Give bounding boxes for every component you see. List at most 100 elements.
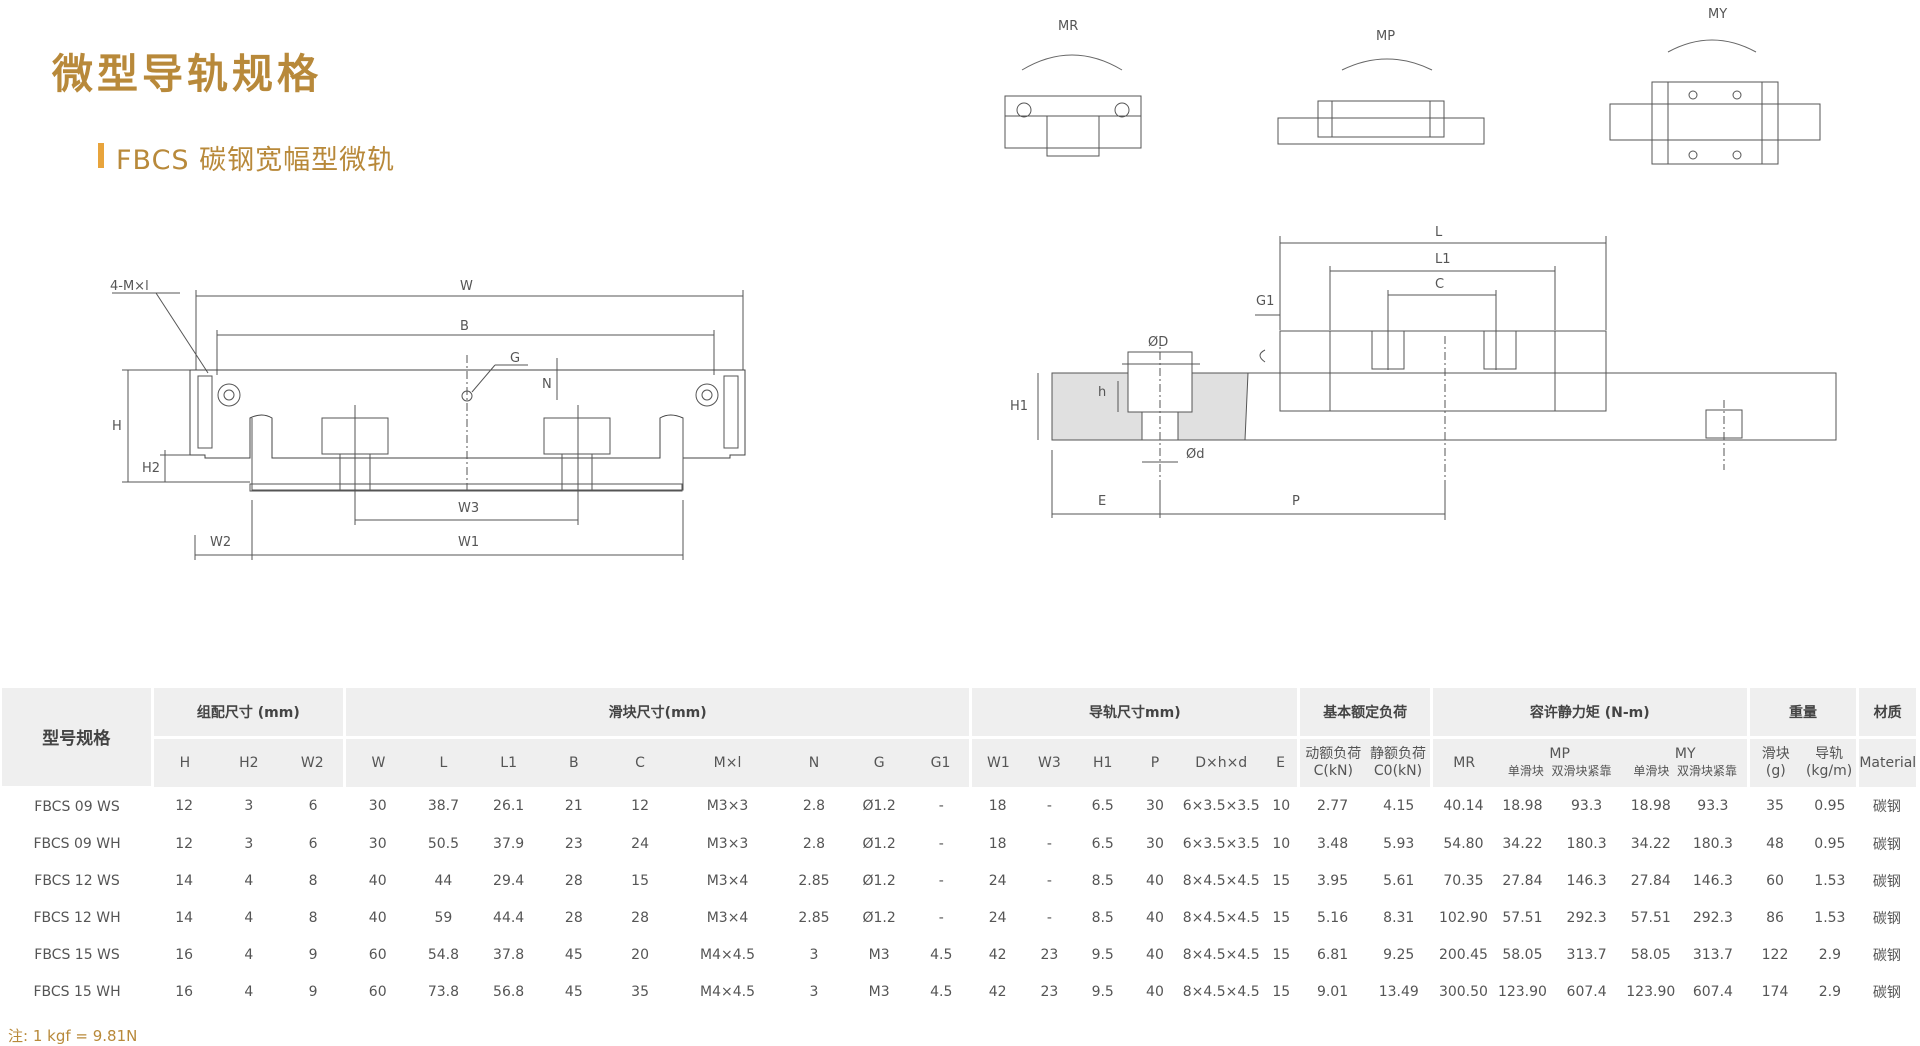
col-h1: H1 (1074, 737, 1132, 787)
col-g: G (846, 737, 912, 787)
table-cell: - (938, 873, 944, 889)
table-cell: 0.95 (1814, 798, 1846, 815)
table-cell: 44 (434, 873, 453, 889)
table-cell: 9.5 (1091, 947, 1114, 963)
table-cell: 21 (564, 798, 583, 815)
col-rail-weight: 导轨(kg/m) (1801, 737, 1858, 787)
col-w: W (343, 737, 411, 787)
section-subtitle: FBCS 碳钢宽幅型微轨 (96, 138, 395, 177)
table-cell: 碳钢 (1872, 911, 1901, 927)
table-cell: 6.5 (1091, 836, 1114, 852)
table-cell: 9.25 (1383, 947, 1415, 963)
table-cell: 碳钢 (1872, 799, 1901, 816)
table-cell: 3 (809, 984, 819, 1000)
table-cell: 70.35 (1443, 873, 1484, 889)
col-dynamic-load-a: 动额负荷 (1305, 746, 1362, 762)
table-cell: 4 (244, 873, 254, 889)
table-cell: 14 (175, 910, 194, 926)
table-cell: 15 (1272, 984, 1291, 1000)
table-cell: 38.7 (427, 798, 460, 815)
col-p: P (1131, 737, 1179, 787)
table-cell: 35 (631, 984, 649, 1000)
table-cell: 73.8 (427, 984, 460, 1000)
col-mp-double: 双滑块紧靠 (1551, 764, 1612, 778)
spec-table: 型号规格 组配尺寸 (mm) 滑块尺寸(mm) 导轨尺寸mm) 基本额定负荷 容… (2, 688, 1916, 1011)
table-cell: 15 (1272, 947, 1291, 963)
table-cell: 10 (1272, 836, 1291, 852)
table-cell: 8×4.5×4.5 (1182, 947, 1260, 963)
table-cell: M4×4.5 (700, 947, 756, 963)
table-cell: - (1046, 873, 1052, 889)
table-cell: 6.5 (1091, 798, 1114, 815)
table-cell: 5.93 (1383, 836, 1415, 852)
table-cell: 24 (988, 873, 1007, 889)
col-l1: L1 (476, 737, 542, 787)
label-c: C (1435, 277, 1444, 292)
label-mp: MP (1376, 29, 1395, 44)
table-cell: 180.3 (1566, 836, 1607, 852)
col-material: Material (1856, 737, 1916, 787)
label-h2: H2 (142, 461, 160, 476)
table-cell: 93.3 (1697, 798, 1729, 815)
table-cell: 8 (308, 910, 318, 926)
table-cell: M4×4.5 (700, 984, 756, 1000)
table-cell: 54.80 (1443, 836, 1484, 852)
label-h1: H1 (1010, 399, 1028, 414)
label-n: N (542, 377, 552, 392)
label-p: P (1292, 494, 1300, 509)
table-cell: 45 (564, 984, 583, 1000)
label-l1: L1 (1435, 252, 1451, 267)
table-cell: 28 (564, 910, 583, 926)
col-static-load-b: C0(kN) (1373, 763, 1423, 779)
table-cell: - (1046, 836, 1052, 852)
table-cell: 56.8 (493, 984, 525, 1000)
label-my: MY (1708, 7, 1727, 22)
table-cell: 607.4 (1566, 984, 1607, 1000)
table-cell: 27.84 (1630, 873, 1671, 889)
table-cell: - (938, 798, 944, 815)
table-cell: 45 (564, 947, 583, 963)
table-cell: 13.49 (1378, 984, 1419, 1000)
table-cell: Ø1.2 (862, 910, 896, 926)
table-cell: 8.5 (1091, 910, 1114, 926)
table-cell: 碳钢 (1872, 948, 1901, 964)
table-cell: 15 (1272, 873, 1291, 889)
label-h-small: h (1098, 385, 1106, 400)
col-e: E (1263, 737, 1299, 787)
model-cell: FBCS 09 WS (34, 799, 120, 815)
table-cell: 28 (564, 873, 583, 889)
label-mxl: 4-M×l (110, 279, 149, 294)
table-cell: M3×4 (706, 910, 749, 926)
header-assembly: 组配尺寸 (mm) (150, 688, 345, 739)
label-g: G (510, 351, 520, 366)
col-block-weight: 滑块(g) (1746, 737, 1802, 787)
col-mr: MR (1429, 737, 1496, 787)
table-cell: 607.4 (1692, 984, 1733, 1000)
table-cell: 9 (308, 947, 318, 963)
table-cell: 29.4 (493, 873, 525, 889)
table-cell: 180.3 (1692, 836, 1733, 852)
table-cell: 8×4.5×4.5 (1182, 873, 1260, 889)
table-cell: 2.85 (798, 873, 830, 889)
table-cell: 313.7 (1692, 947, 1733, 963)
table-cell: 6 (308, 836, 318, 852)
table-cell: 42 (988, 947, 1007, 963)
table-cell: 37.9 (493, 836, 525, 852)
table-cell: 57.51 (1502, 910, 1543, 926)
table-cell: M3×3 (706, 836, 749, 852)
label-w1: W1 (458, 535, 479, 550)
table-cell: 5.16 (1316, 910, 1349, 926)
table-cell: 30 (368, 798, 387, 815)
table-cell: 48 (1766, 836, 1784, 852)
table-cell: 9.5 (1091, 984, 1114, 1000)
table-cell: 30 (368, 836, 387, 852)
table-header: 型号规格 组配尺寸 (mm) 滑块尺寸(mm) 导轨尺寸mm) 基本额定负荷 容… (2, 688, 1916, 789)
table-cell: - (1046, 798, 1052, 815)
table-cell: 60 (368, 947, 387, 963)
table-cell: 9 (308, 984, 318, 1000)
table-cell: 6×3.5×3.5 (1182, 836, 1260, 852)
table-cell: 3 (244, 836, 254, 852)
